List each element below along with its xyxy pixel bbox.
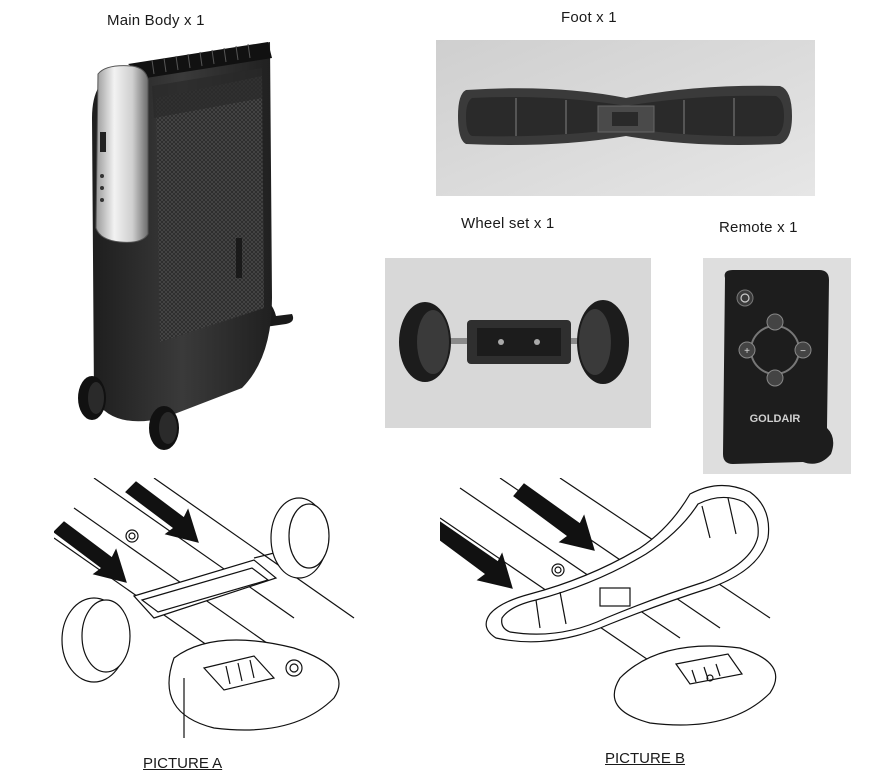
remote-label: Remote x 1 [719, 219, 798, 236]
foot-photo [436, 40, 815, 196]
wheel-set-label: Wheel set x 1 [461, 215, 555, 232]
wheel-set-photo [385, 258, 651, 428]
remote-brand-text: GOLDAIR [750, 413, 801, 425]
remote-photo: + − GOLDAIR [703, 258, 851, 474]
picture-b-caption: PICTURE B [605, 750, 686, 767]
svg-text:−: − [800, 346, 806, 357]
picture-a-caption: PICTURE A [143, 755, 223, 772]
heater-main-body-image [72, 38, 300, 456]
picture-b-diagram [440, 478, 800, 748]
svg-text:+: + [744, 346, 750, 357]
foot-label: Foot x 1 [561, 9, 617, 26]
picture-a-diagram [54, 478, 384, 748]
main-body-label: Main Body x 1 [107, 12, 205, 29]
